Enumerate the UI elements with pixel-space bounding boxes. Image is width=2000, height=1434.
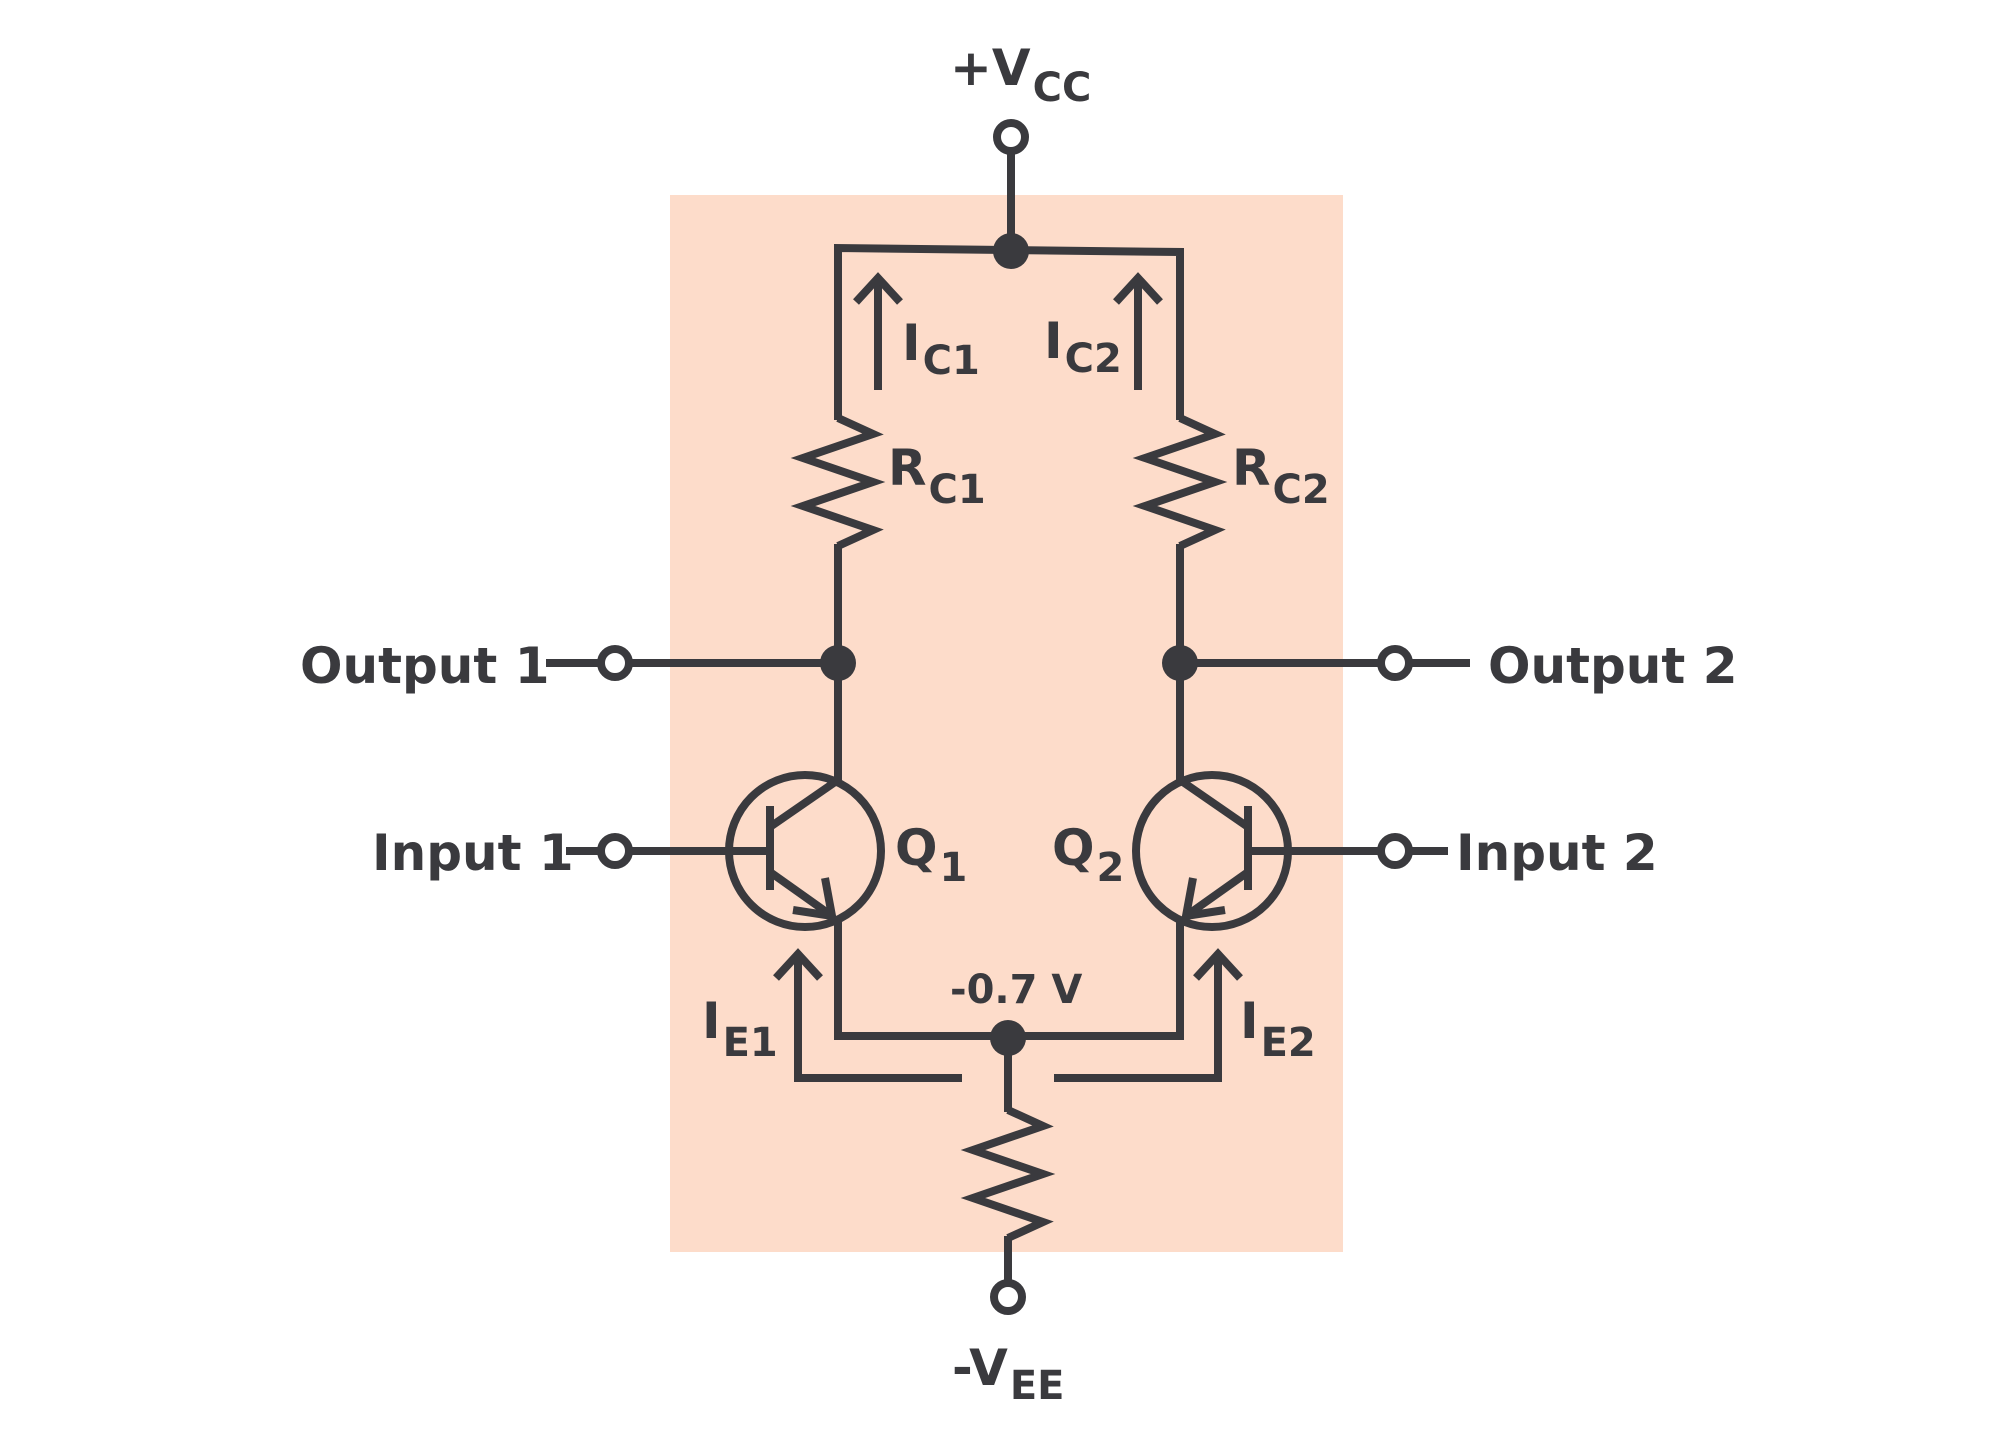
- ic1-arrow: [853, 272, 903, 390]
- output1-label: Output 1: [300, 637, 550, 695]
- vee-label: -VEE: [952, 1339, 1064, 1409]
- vcc-terminal: [993, 119, 1029, 155]
- ie2-label: IE2: [1240, 992, 1316, 1066]
- vcc-node: [993, 233, 1029, 269]
- vee-terminal: [990, 1279, 1026, 1315]
- output1-terminal: [597, 645, 633, 681]
- input2-label: Input 2: [1456, 824, 1658, 882]
- rc1-resistor: [790, 414, 886, 550]
- output2-node: [1162, 645, 1198, 681]
- rc2-resistor: [1132, 414, 1228, 550]
- input1-terminal: [597, 833, 633, 869]
- tail-resistor: [960, 1106, 1056, 1242]
- vcc-label: +VCC: [950, 39, 1091, 111]
- output2-terminal: [1377, 645, 1413, 681]
- q1-label: Q1: [895, 819, 967, 891]
- ie2-arrow: [1054, 948, 1243, 1082]
- emitter-voltage-label: -0.7 V: [950, 967, 1082, 1013]
- ie1-arrow: [773, 948, 962, 1082]
- ic2-arrow: [1113, 272, 1163, 390]
- ie1-label: IE1: [702, 992, 778, 1066]
- input2-terminal: [1377, 833, 1413, 869]
- ic2-label: IC2: [1044, 312, 1122, 382]
- ic1-label: IC1: [902, 314, 980, 384]
- input1-label: Input 1: [372, 824, 574, 882]
- rc2-label: RC2: [1232, 439, 1330, 513]
- q2-label: Q2: [1052, 819, 1124, 891]
- output1-node: [820, 645, 856, 681]
- output2-label: Output 2: [1488, 637, 1738, 695]
- rc1-label: RC1: [888, 439, 986, 513]
